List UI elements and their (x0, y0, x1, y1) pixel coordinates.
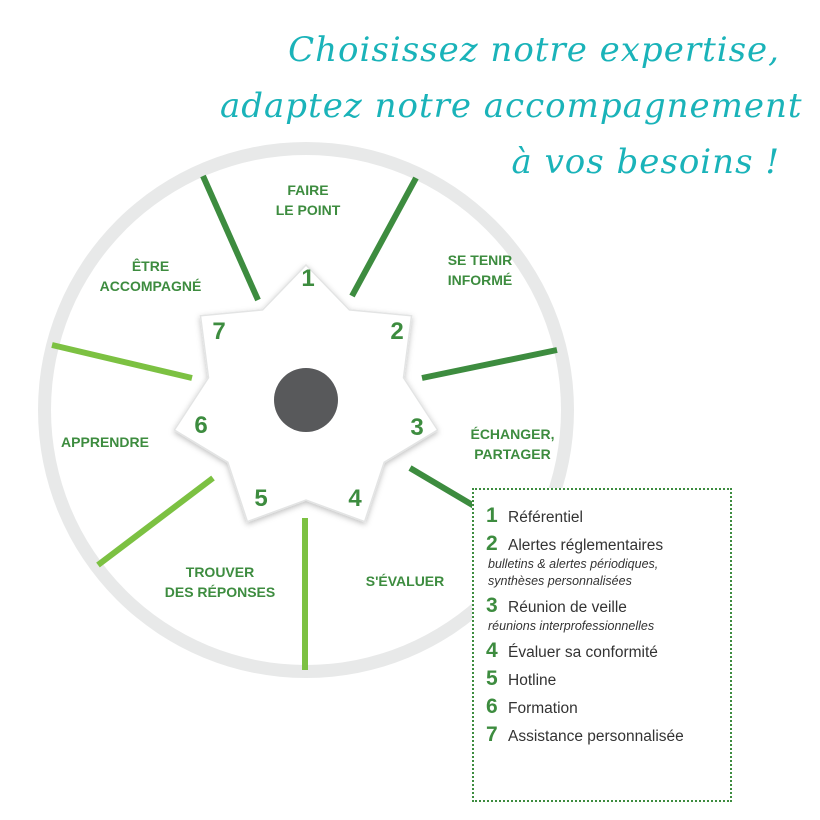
legend-number: 2 (486, 532, 498, 555)
legend-label: Assistance personnalisée (508, 728, 684, 745)
legend-item-3: 3 Réunion de veille réunions interprofess… (486, 594, 730, 635)
legend-label: Formation (508, 700, 578, 717)
legend-label: Référentiel (508, 509, 583, 526)
legend-label: Alertes réglementaires (508, 537, 664, 554)
star-number-4: 4 (348, 485, 362, 512)
segment-trouver-des-reponses: Trouverdes réponses (164, 564, 276, 600)
legend-number: 1 (486, 504, 498, 527)
wheel-spoke-3 (421, 347, 558, 381)
legend-item-4: 4 Évaluer sa conformité (486, 639, 730, 663)
legend-label: Hotline (508, 672, 557, 689)
legend-detail: synthèses personnalisées (488, 574, 632, 588)
legend-number: 4 (486, 639, 498, 662)
star-number-5: 5 (254, 485, 268, 512)
legend-number: 6 (486, 695, 498, 718)
segment-apprendre: Apprendre (61, 434, 149, 450)
headline-line-3: à vos besoins ! (511, 142, 780, 182)
wheel-spoke-2 (349, 176, 419, 298)
legend-item-7: 7 Assistance personnalisée (486, 723, 730, 747)
star-number-1: 1 (301, 265, 315, 292)
star-number-3: 3 (410, 414, 424, 441)
legend-label: Réunion de veille (508, 599, 627, 616)
legend-number: 5 (486, 667, 498, 690)
segment-echanger-partager: Échanger,partager (470, 426, 555, 462)
legend-detail: réunions interprofessionnelles (488, 619, 655, 633)
star-number-7: 7 (212, 318, 226, 345)
headline: Choisissez notre expertise, adaptez notr… (220, 22, 803, 190)
headline-line-1: Choisissez notre expertise, (288, 30, 780, 70)
legend-item-2: 2 Alertes réglementaires bulletins & aler… (486, 532, 730, 590)
legend-label: Évaluer sa conformité (508, 644, 658, 661)
wheel-spoke-6 (96, 475, 215, 568)
segment-etre-accompagne: Êtreaccompagné (99, 258, 202, 294)
legend-item-5: 5 Hotline (486, 667, 730, 691)
legend-detail: bulletins & alertes périodiques, (488, 557, 659, 571)
legend-number: 3 (486, 594, 498, 617)
headline-line-2: adaptez notre accompagnement (220, 86, 803, 126)
segment-faire-le-point: Fairele point (275, 182, 341, 218)
wheel-spoke-1 (200, 174, 261, 302)
segment-se-tenir-informe: Se tenirinformé (447, 252, 513, 288)
legend-item-1: 1 Référentiel (486, 504, 730, 528)
legend-item-6: 6 Formation (486, 695, 730, 719)
star-number-2: 2 (390, 318, 404, 345)
legend-box: 1 Référentiel 2 Alertes réglementaires bul… (472, 488, 732, 802)
wheel-spoke-7 (51, 342, 193, 381)
legend-number: 7 (486, 723, 498, 746)
wheel-spokes (51, 174, 558, 670)
segment-s-evaluer: S'évaluer (365, 573, 445, 589)
hub-icon (274, 368, 338, 432)
star-number-6: 6 (194, 412, 208, 439)
